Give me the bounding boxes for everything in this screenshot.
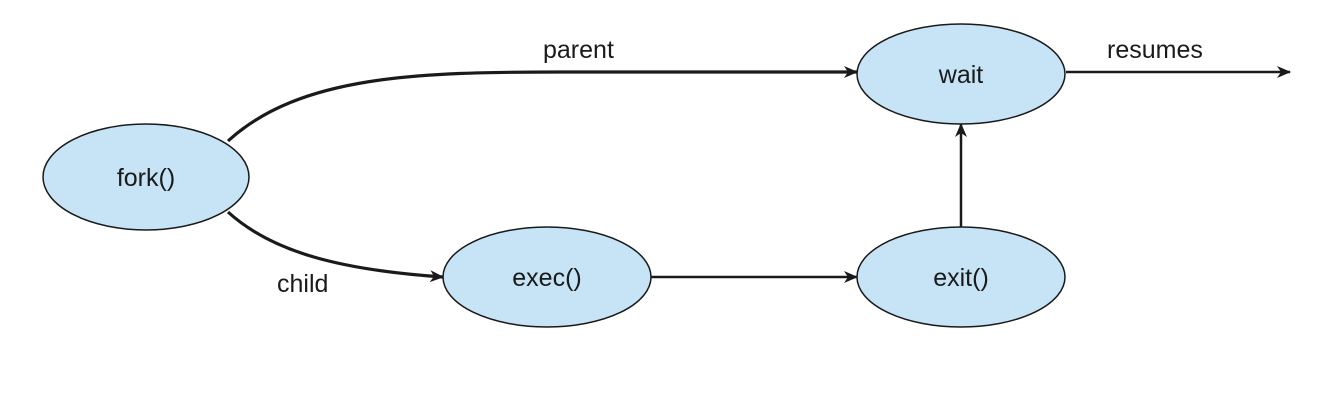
exit-ellipse — [856, 226, 1066, 328]
child-label: child — [277, 270, 328, 298]
wait-label: wait — [938, 61, 984, 89]
exec-label: exec() — [512, 264, 581, 292]
node-exec: exec() — [442, 226, 652, 328]
node-exit: exit() — [856, 226, 1066, 328]
exec-ellipse — [442, 226, 652, 328]
node-fork: fork() — [42, 123, 250, 231]
edge-fork-to-wait-parent — [226, 66, 858, 143]
node-wait: wait — [856, 23, 1066, 125]
resumes-label: resumes — [1107, 36, 1203, 64]
edge-fork-to-exec-child — [226, 210, 444, 283]
parent-label: parent — [543, 36, 614, 64]
exit-label: exit() — [933, 264, 989, 292]
fork-ellipse — [42, 123, 250, 231]
fork-label: fork() — [117, 164, 175, 192]
wait-ellipse — [856, 23, 1066, 125]
